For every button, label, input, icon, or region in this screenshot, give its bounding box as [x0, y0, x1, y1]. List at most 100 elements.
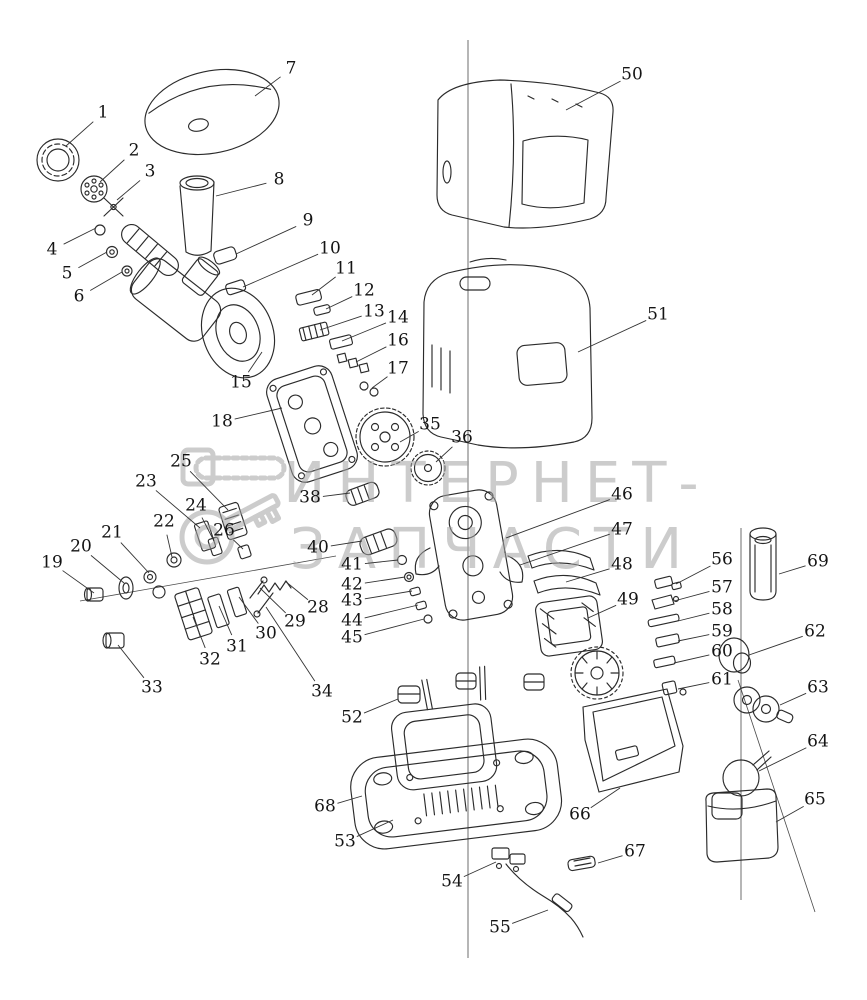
- leader-line-7: [254, 76, 281, 97]
- part-number-1: 1: [98, 103, 109, 123]
- cord-parts: [491, 847, 596, 938]
- leader-line-63: [779, 692, 807, 706]
- part-number-29: 29: [284, 612, 306, 632]
- part-number-19: 19: [41, 553, 63, 573]
- part-number-14: 14: [387, 308, 409, 328]
- leader-line-31: [218, 605, 233, 636]
- part-number-23: 23: [135, 472, 157, 492]
- part-number-49: 49: [617, 590, 639, 610]
- watermark-text-line1: ИНТЕРНЕТ-: [283, 451, 710, 516]
- part-number-28: 28: [307, 598, 329, 618]
- leader-line-30: [238, 596, 259, 624]
- leader-line-58: [677, 612, 710, 622]
- part-number-58: 58: [711, 600, 733, 620]
- leader-line-29: [259, 587, 286, 614]
- leader-line-62: [748, 635, 803, 656]
- part-number-66: 66: [569, 805, 591, 825]
- part-number-53: 53: [334, 832, 356, 852]
- leader-line-35: [399, 431, 419, 443]
- part-number-48: 48: [611, 555, 633, 575]
- watermark-text-line2: ЗАПЧАСТИ: [290, 517, 694, 582]
- leader-line-9: [235, 226, 297, 255]
- part-number-16: 16: [387, 331, 409, 351]
- leader-line-38: [322, 492, 351, 497]
- part-number-21: 21: [101, 523, 123, 543]
- tray-part: [144, 68, 280, 156]
- leader-line-24: [201, 517, 215, 542]
- part-number-24: 24: [185, 496, 207, 516]
- part-number-33: 33: [141, 678, 163, 698]
- part-number-35: 35: [419, 415, 441, 435]
- part-number-43: 43: [341, 591, 363, 611]
- part-number-59: 59: [711, 622, 733, 642]
- part-number-50: 50: [621, 65, 643, 85]
- part-number-13: 13: [363, 302, 385, 322]
- leader-line-6: [90, 271, 123, 291]
- part-number-32: 32: [199, 650, 221, 670]
- leader-line-54: [463, 861, 497, 878]
- part-number-22: 22: [153, 512, 175, 532]
- leader-line-65: [775, 805, 804, 823]
- part-number-40: 40: [307, 538, 329, 558]
- leader-line-67: [597, 855, 623, 864]
- leader-line-25: [189, 470, 229, 511]
- leader-line-49: [587, 604, 617, 619]
- gear-parts: [345, 407, 446, 556]
- leader-line-66: [590, 787, 621, 809]
- leader-line-36: [435, 446, 453, 463]
- watermark: ИНТЕРНЕТ- ЗАПЧАСТИ: [179, 447, 710, 582]
- leader-line-3: [116, 180, 141, 201]
- leader-line-53: [356, 819, 394, 837]
- part-number-45: 45: [341, 628, 363, 648]
- leader-line-32: [192, 616, 206, 649]
- leader-line-57: [673, 590, 710, 602]
- leader-line-18: [234, 407, 283, 420]
- part-number-38: 38: [299, 488, 321, 508]
- part-number-56: 56: [711, 550, 733, 570]
- part-number-2: 2: [129, 141, 140, 161]
- leader-line-69: [778, 565, 806, 575]
- part-number-44: 44: [341, 611, 363, 631]
- upper-shell-part: [436, 79, 614, 229]
- part-number-30: 30: [255, 624, 277, 644]
- part-number-7: 7: [286, 59, 297, 79]
- leader-line-46: [505, 499, 610, 539]
- part-number-63: 63: [807, 678, 829, 698]
- leader-line-61: [677, 682, 710, 690]
- auger-part: [121, 223, 179, 277]
- pusher-and-pin-parts: [213, 246, 379, 397]
- part-number-4: 4: [47, 240, 58, 260]
- leader-line-22: [166, 534, 173, 558]
- leader-line-8: [215, 182, 267, 197]
- leader-line-48: [565, 568, 610, 583]
- grinder-head-assembly: [36, 138, 276, 379]
- leader-line-14: [341, 322, 387, 342]
- leader-line-17: [371, 376, 388, 389]
- leader-line-15: [247, 351, 263, 373]
- leader-line-16: [355, 346, 387, 363]
- part-number-54: 54: [441, 872, 463, 892]
- part-number-25: 25: [170, 452, 192, 472]
- leader-line-55: [512, 909, 549, 924]
- part-number-10: 10: [319, 239, 341, 259]
- leader-line-13: [319, 315, 362, 331]
- part-number-69: 69: [807, 552, 829, 572]
- part-number-11: 11: [335, 259, 357, 279]
- leader-line-43: [364, 590, 413, 600]
- leader-line-26: [233, 539, 244, 550]
- part-number-67: 67: [624, 842, 646, 862]
- leader-line-23: [155, 490, 201, 529]
- part-number-57: 57: [711, 578, 733, 598]
- leader-line-19: [62, 570, 95, 594]
- part-number-20: 20: [70, 537, 92, 557]
- motor-bracket-part: [582, 688, 684, 793]
- leader-line-52: [363, 698, 399, 714]
- leader-line-64: [758, 747, 807, 772]
- leader-line-42: [364, 576, 406, 584]
- part-number-41: 41: [341, 555, 363, 575]
- leader-line-21: [120, 542, 150, 574]
- part-number-12: 12: [353, 281, 375, 301]
